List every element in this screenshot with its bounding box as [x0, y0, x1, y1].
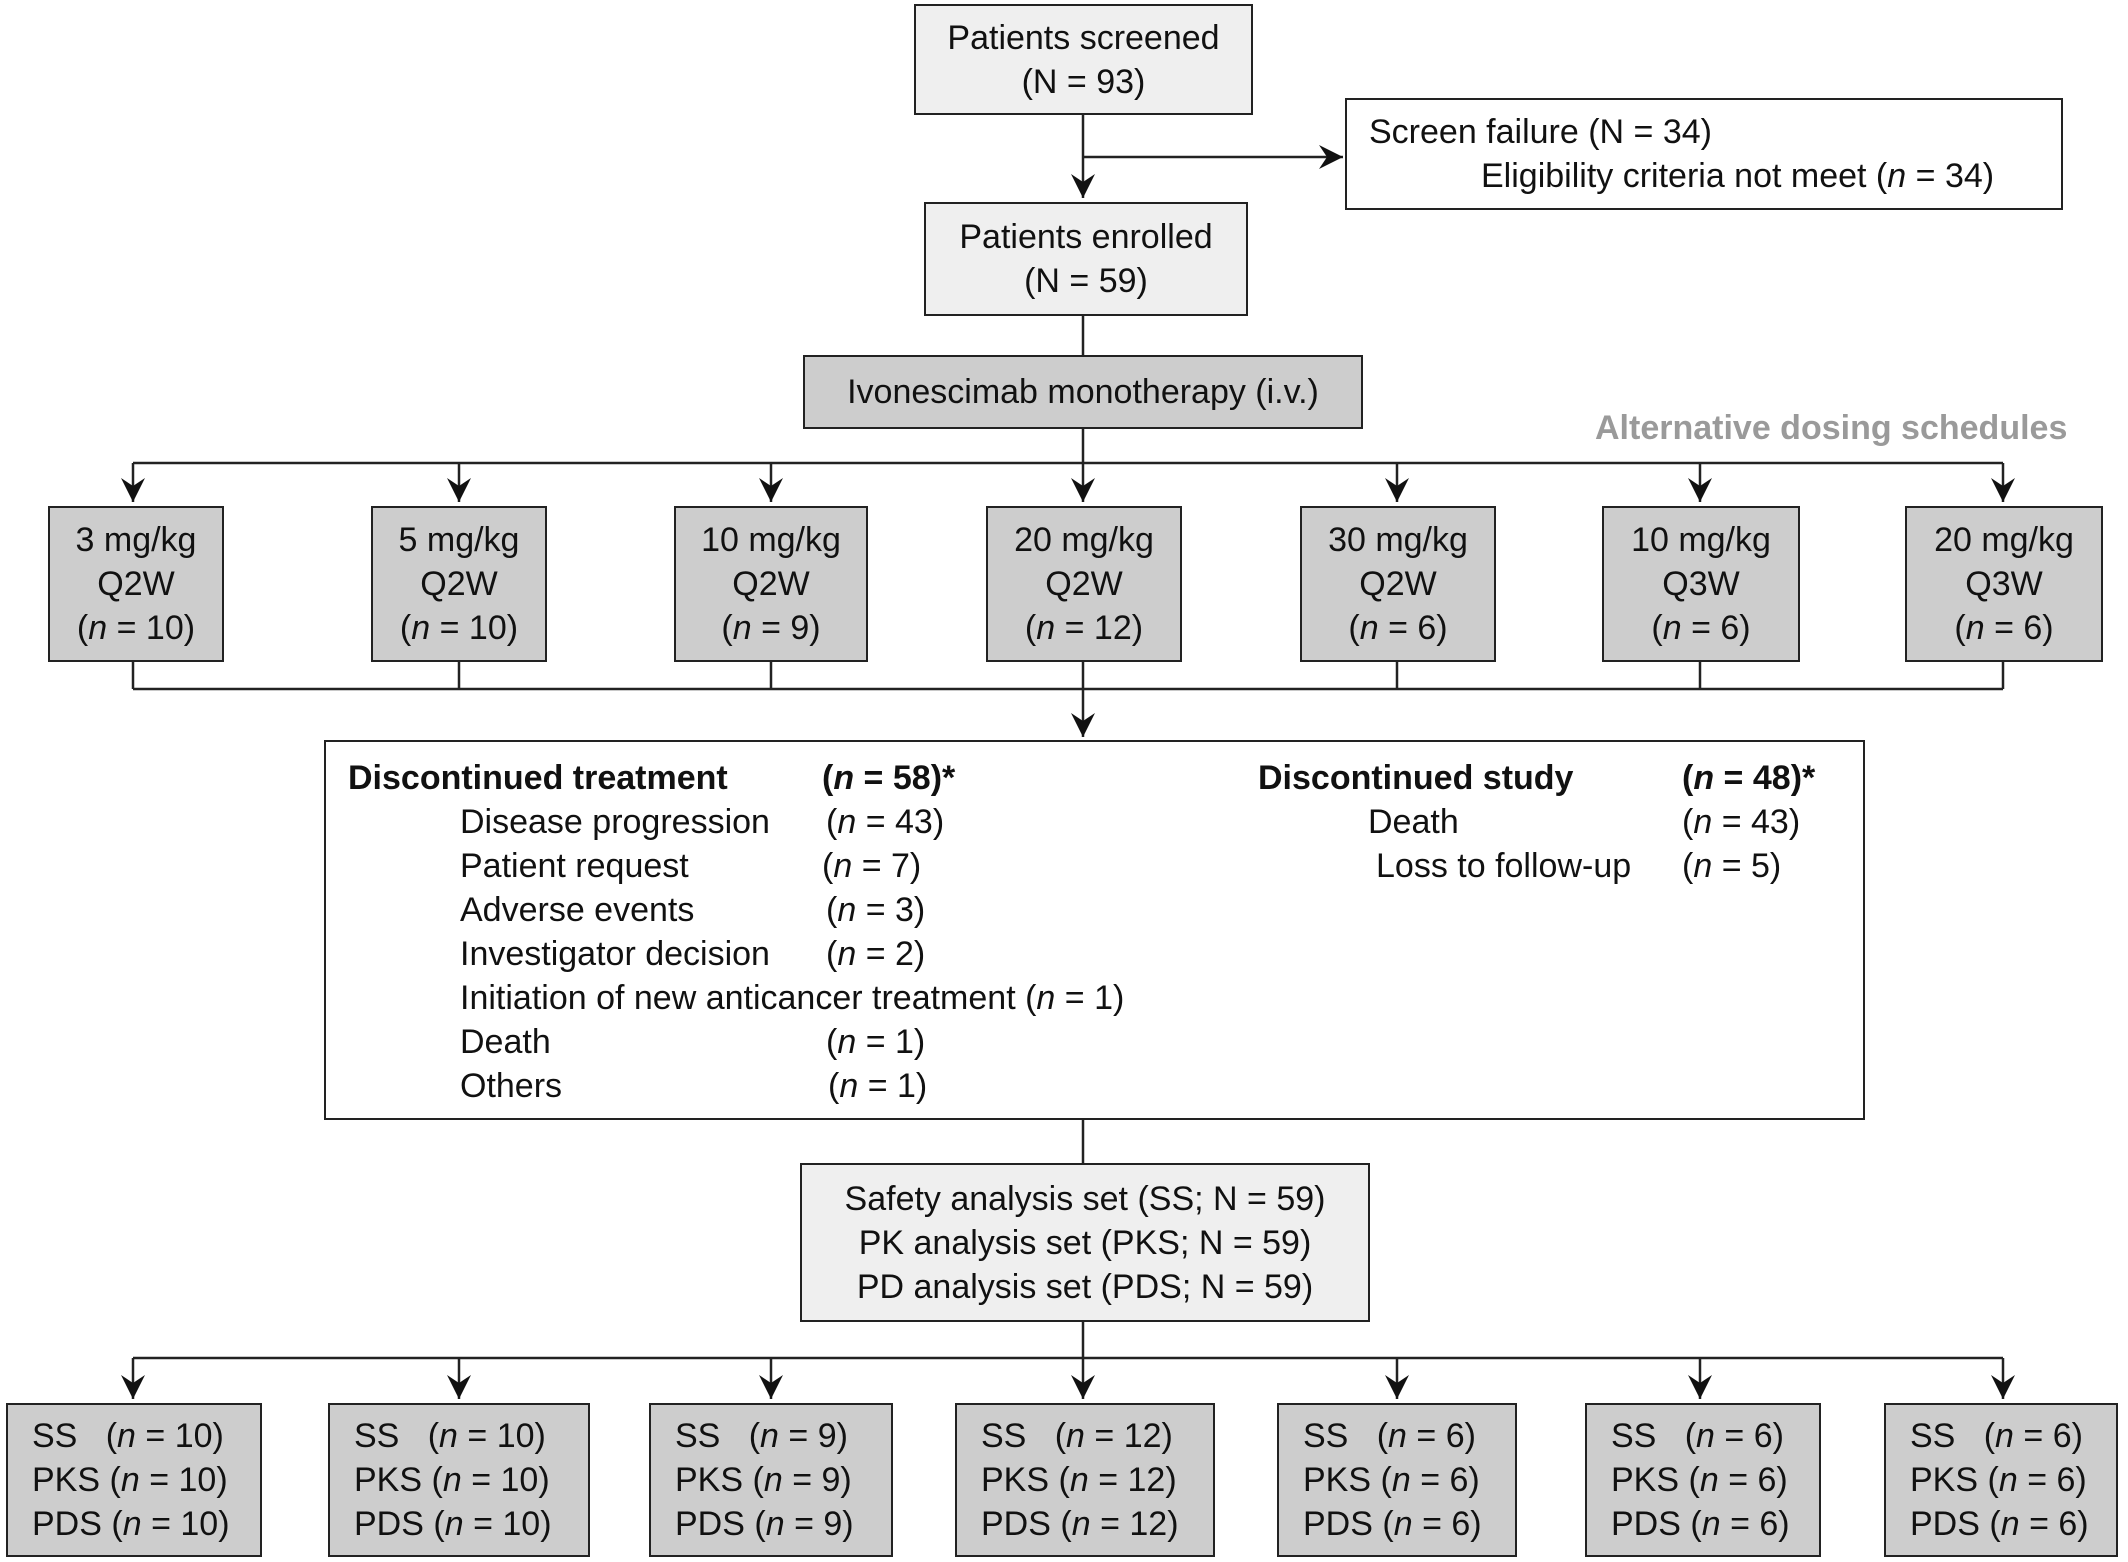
- cohort-set-line: SS (n = 10): [354, 1417, 546, 1455]
- cohort-set-line: PKS (n = 9): [675, 1461, 852, 1499]
- screen-failure-reason: Eligibility criteria not meet (n = 34): [1481, 157, 1995, 195]
- enrolled-count: (N = 59): [1024, 262, 1148, 300]
- reason-label: Patient request: [460, 847, 689, 885]
- cohort-schedule: Q2W: [732, 565, 810, 603]
- cohort-n: (n = 6): [1651, 609, 1751, 647]
- discontinued-study-title: Discontinued study: [1258, 759, 1574, 797]
- cohort-set-line: PKS (n = 6): [1611, 1461, 1788, 1499]
- reason-n: (n = 1): [826, 1023, 926, 1061]
- study-reason-n: (n = 43): [1682, 803, 1801, 841]
- cohort-schedule: Q2W: [1359, 565, 1437, 603]
- study-reason-label: Death: [1368, 803, 1459, 841]
- alternative-dosing-label: Alternative dosing schedules: [1595, 409, 2068, 447]
- reason-label: Adverse events: [460, 891, 695, 929]
- cohort-schedule: Q3W: [1662, 565, 1740, 603]
- cohort-dose: 30 mg/kg: [1328, 521, 1468, 559]
- cohort-dose: 3 mg/kg: [75, 521, 197, 559]
- cohort-set-line: PKS (n = 6): [1910, 1461, 2087, 1499]
- cohort-n: (n = 10): [76, 609, 196, 647]
- cohort-dose: 20 mg/kg: [1014, 521, 1154, 559]
- reason-full: Initiation of new anticancer treatment (…: [460, 979, 1125, 1017]
- reason-n: (n = 43): [826, 803, 945, 841]
- cohort-schedule: Q3W: [1965, 565, 2043, 603]
- cohort-set-box: SS (n = 12) PKS (n = 12) PDS (n = 12): [955, 1403, 1215, 1557]
- cohort-n: (n = 6): [1954, 609, 2054, 647]
- cohort-set-line: PKS (n = 12): [981, 1461, 1177, 1499]
- cohort-set-box: SS (n = 10) PKS (n = 10) PDS (n = 10): [6, 1403, 262, 1557]
- enrolled-title: Patients enrolled: [959, 218, 1213, 256]
- cohort-set-line: PDS (n = 6): [1303, 1505, 1482, 1543]
- screen-failure-box: Screen failure (N = 34) Eligibility crit…: [1345, 98, 2063, 210]
- reason-label: Investigator decision: [460, 935, 770, 973]
- cohort-set-box: SS (n = 6) PKS (n = 6) PDS (n = 6): [1277, 1403, 1517, 1557]
- analysis-sets-box: Safety analysis set (SS; N = 59) PK anal…: [800, 1163, 1370, 1322]
- cohort-dose: 5 mg/kg: [398, 521, 520, 559]
- cohort-n: (n = 12): [1024, 609, 1144, 647]
- enrolled-box: Patients enrolled (N = 59): [924, 202, 1248, 316]
- cohort-set-line: PDS (n = 10): [32, 1505, 230, 1543]
- cohort-schedule: Q2W: [420, 565, 498, 603]
- cohort-schedule: Q2W: [1045, 565, 1123, 603]
- cohort-dose: 10 mg/kg: [701, 521, 841, 559]
- cohort-set-box: SS (n = 9) PKS (n = 9) PDS (n = 9): [649, 1403, 893, 1557]
- screened-title: Patients screened: [947, 18, 1220, 57]
- cohort-dose: 10 mg/kg: [1631, 521, 1771, 559]
- cohort-set-line: SS (n = 6): [1611, 1417, 1784, 1455]
- screen-failure-title: Screen failure (N = 34): [1369, 113, 1712, 151]
- reason-n: (n = 2): [826, 935, 926, 973]
- reason-n: (n = 7): [822, 847, 922, 885]
- screened-count: (N = 93): [1021, 62, 1146, 101]
- cohort-set-box: SS (n = 6) PKS (n = 6) PDS (n = 6): [1884, 1403, 2118, 1557]
- reason-label: Others: [460, 1067, 563, 1105]
- cohort-set-box: SS (n = 6) PKS (n = 6) PDS (n = 6): [1585, 1403, 1821, 1557]
- cohort-set-line: SS (n = 12): [981, 1417, 1173, 1455]
- cohort-dose: 20 mg/kg: [1934, 521, 2074, 559]
- discontinued-treatment-title: Discontinued treatment: [348, 759, 728, 797]
- study-reason-n: (n = 5): [1682, 847, 1782, 885]
- cohort-set-line: PDS (n = 9): [675, 1505, 854, 1543]
- cohort-n: (n = 9): [721, 609, 821, 647]
- cohort-set-line: PDS (n = 6): [1611, 1505, 1790, 1543]
- study-reason-label: Loss to follow-up: [1376, 847, 1632, 885]
- treatment-label: Ivonescimab monotherapy (i.v.): [847, 373, 1319, 411]
- reason-n: (n = 3): [826, 891, 926, 929]
- treatment-box: Ivonescimab monotherapy (i.v.): [803, 355, 1363, 429]
- cohort-set-line: PKS (n = 6): [1303, 1461, 1480, 1499]
- cohort-set-line: PDS (n = 6): [1910, 1505, 2089, 1543]
- cohort-set-line: PKS (n = 10): [354, 1461, 550, 1499]
- discontinued-study-n: (n = 48)*: [1682, 759, 1816, 797]
- cohort-set-line: PDS (n = 12): [981, 1505, 1179, 1543]
- analysis-set-line: Safety analysis set (SS; N = 59): [844, 1179, 1326, 1218]
- analysis-set-line: PD analysis set (PDS; N = 59): [856, 1267, 1314, 1306]
- cohort-set-box: SS (n = 10) PKS (n = 10) PDS (n = 10): [328, 1403, 590, 1557]
- discontinued-box: Discontinued treatment (n = 58)* Disease…: [324, 740, 1865, 1120]
- cohort-set-line: SS (n = 9): [675, 1417, 848, 1455]
- analysis-set-line: PK analysis set (PKS; N = 59): [858, 1223, 1312, 1262]
- cohort-set-line: PKS (n = 10): [32, 1461, 228, 1499]
- cohort-set-line: SS (n = 6): [1303, 1417, 1476, 1455]
- reason-label: Disease progression: [460, 803, 770, 841]
- reason-label: Death: [460, 1023, 551, 1061]
- reason-n: (n = 1): [828, 1067, 928, 1105]
- cohort-n: (n = 6): [1348, 609, 1448, 647]
- cohort-set-line: PDS (n = 10): [354, 1505, 552, 1543]
- cohort-schedule: Q2W: [97, 565, 175, 603]
- cohort-set-line: SS (n = 10): [32, 1417, 224, 1455]
- screened-box: Patients screened (N = 93): [914, 4, 1253, 115]
- cohort-n: (n = 10): [399, 609, 519, 647]
- discontinued-treatment-n: (n = 58)*: [822, 759, 956, 797]
- cohort-set-line: SS (n = 6): [1910, 1417, 2083, 1455]
